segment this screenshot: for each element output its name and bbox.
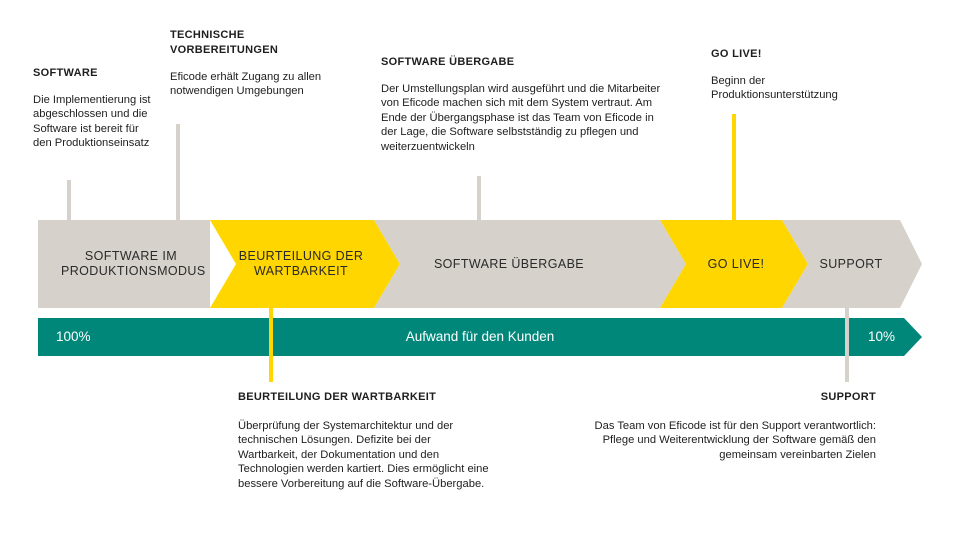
connector-technische-vorbereitungen	[176, 124, 180, 220]
phase-shape-produktionsmodus	[38, 220, 210, 308]
annotation-title: SOFTWARE	[33, 67, 98, 79]
phase-label-support: SUPPORT	[819, 256, 883, 271]
annotation-text: Die Implementierung ist abgeschlossen un…	[33, 94, 151, 150]
phase-shape-uebergabe	[374, 220, 686, 308]
effort-start-value: 100%	[56, 329, 91, 344]
phase-label-produktionsmodus: SOFTWARE IM PRODUKTIONSMODUS	[61, 249, 206, 278]
connector-support	[845, 308, 849, 382]
effort-end-value: 10%	[868, 329, 896, 344]
connector-go-live	[732, 114, 736, 220]
annotation-title: SOFTWARE ÜBERGABE	[381, 56, 515, 68]
annotation-text: Der Umstellungsplan wird ausgeführt und …	[381, 83, 661, 153]
annotation-text: Eficode erhält Zugang zu allen notwendig…	[170, 71, 322, 98]
connector-software-uebergabe	[477, 176, 481, 220]
connector-software	[67, 180, 71, 220]
phase-shape-wartbarkeit	[210, 220, 400, 308]
annotation-text: Das Team von Eficode ist für den Support…	[594, 420, 876, 461]
phase-label-uebergabe: SOFTWARE ÜBERGABE	[433, 256, 585, 271]
effort-bar-shape	[38, 318, 922, 356]
annotation-text: Beginn der Produktionsunterstützung	[711, 75, 838, 102]
annotation-text: Überprüfung der Systemarchitektur und de…	[238, 420, 489, 490]
annotation-title: BEURTEILUNG DER WARTBARKEIT	[238, 391, 437, 403]
phase-shape-support	[782, 220, 922, 308]
phase-label-wartbarkeit: BEURTEILUNG DER WARTBARKEIT	[238, 249, 364, 278]
annotation-wartbarkeit: BEURTEILUNG DER WARTBARKEIT Überprüfung …	[238, 390, 490, 491]
annotation-go-live: GO LIVE! Beginn der Produktionsunterstüt…	[711, 47, 886, 103]
phase-label-golive: GO LIVE!	[707, 256, 765, 271]
annotation-software: SOFTWARE Die Implementierung ist abgesch…	[33, 66, 155, 151]
annotation-technische-vorbereitungen: TECHNISCHE VORBEREITUNGEN Eficode erhält…	[170, 28, 340, 99]
annotation-title: GO LIVE!	[711, 48, 762, 60]
annotation-support: SUPPORT Das Team von Eficode ist für den…	[590, 390, 876, 462]
annotation-software-uebergabe: SOFTWARE ÜBERGABE Der Umstellungsplan wi…	[381, 55, 671, 154]
connector-wartbarkeit	[269, 308, 273, 382]
phase-shape-golive	[660, 220, 808, 308]
annotation-title: SUPPORT	[820, 391, 876, 403]
effort-bar-label: Aufwand für den Kunden	[405, 329, 555, 344]
annotation-title: TECHNISCHE VORBEREITUNGEN	[170, 29, 279, 56]
